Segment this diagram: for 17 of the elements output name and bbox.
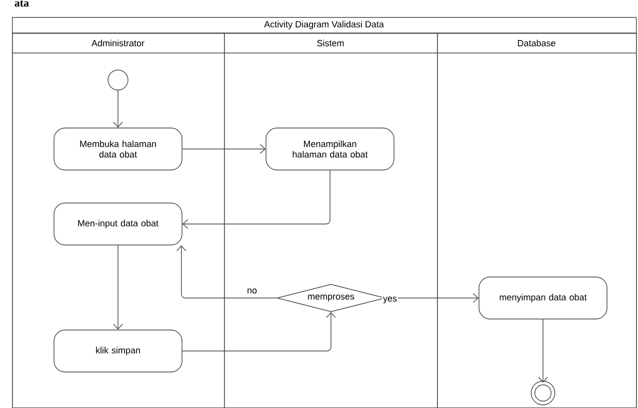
action-box: menyimpan data obat xyxy=(478,276,608,320)
arrow xyxy=(182,312,336,352)
action-box: Men-input data obat xyxy=(54,202,182,246)
action-box: Menampilkan halaman data obat xyxy=(266,128,394,170)
arrow xyxy=(182,170,330,229)
action-box: Membuka halaman data obat xyxy=(54,128,182,170)
arrow xyxy=(113,245,123,330)
cut-off-heading: ata xyxy=(14,0,29,7)
edge-label: no xyxy=(246,288,258,294)
arrow xyxy=(182,144,266,154)
action-box: klik simpan xyxy=(54,330,182,372)
start-node xyxy=(108,70,128,90)
edge-label: yes xyxy=(382,296,398,304)
end-node xyxy=(530,380,556,406)
arrow xyxy=(113,90,123,128)
arrow xyxy=(176,245,277,298)
arrow xyxy=(538,319,548,383)
